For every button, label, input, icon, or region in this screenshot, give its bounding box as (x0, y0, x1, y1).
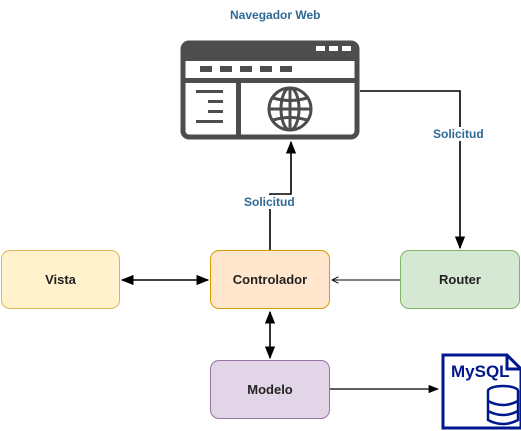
edge-controlador-to-browser (269, 140, 297, 250)
mysql-database-icon: MySQL (441, 353, 521, 430)
browser-title: Navegador Web (230, 8, 321, 22)
node-modelo: Modelo (210, 360, 330, 419)
node-vista: Vista (1, 250, 120, 309)
database-cylinder-icon (486, 384, 520, 426)
node-router: Router (400, 250, 520, 309)
edge-browser-to-router (360, 90, 466, 250)
edge-label-controlador-browser: Solicitud (243, 195, 296, 209)
browser-window-icon (180, 40, 360, 140)
node-controlador: Controlador (210, 250, 330, 309)
globe-icon (267, 86, 313, 132)
mysql-label: MySQL (451, 362, 510, 381)
edge-label-browser-router: Solicitud (432, 127, 485, 141)
